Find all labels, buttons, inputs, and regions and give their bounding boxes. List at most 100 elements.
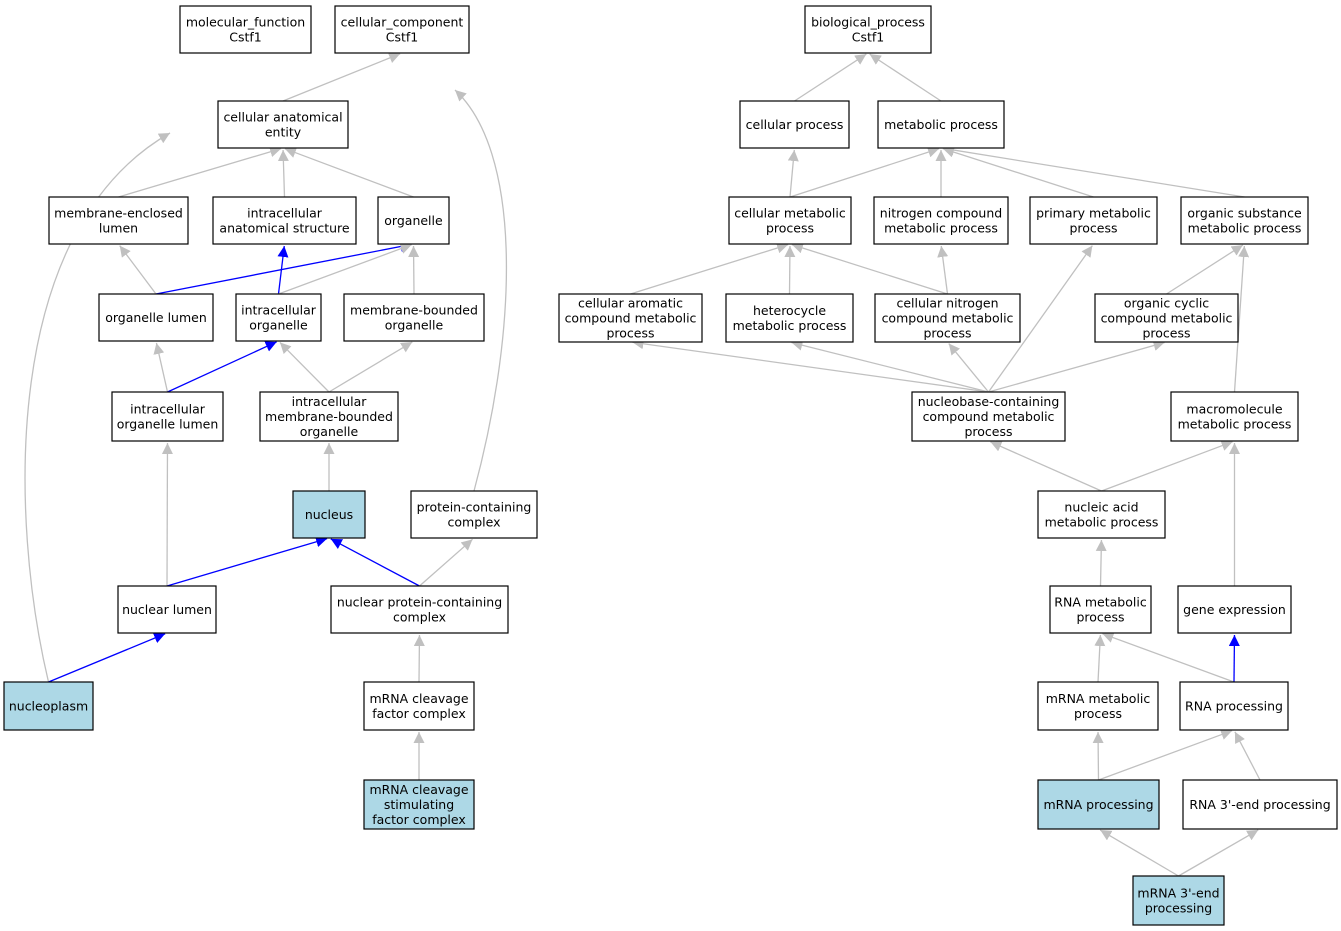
node-label-line: process [1142, 326, 1190, 341]
node-box [558, 293, 703, 343]
node-label-line: Cstf1 [852, 30, 885, 45]
node-box [877, 100, 1005, 149]
node-label-line: complex [393, 610, 446, 625]
node-label-line: biological_process [811, 15, 925, 30]
node-nl: nuclear lumen [117, 585, 217, 634]
edge-r3p-to-rp [1234, 731, 1261, 781]
edge-occmp-to-osmp [1166, 244, 1244, 295]
edge-imbo-to-io [279, 341, 330, 393]
node-box [343, 293, 485, 342]
node-r3p: RNA 3'-end processing [1182, 779, 1338, 830]
edge-rp-to-rmp [1102, 632, 1235, 683]
node-box [98, 293, 214, 342]
node-label-line: intracellular [130, 402, 206, 417]
node-organelle: organelle [377, 196, 450, 245]
node-label-line: RNA 3'-end processing [1189, 797, 1330, 812]
node-label-line: nucleic acid [1064, 500, 1138, 515]
node-label-line: cellular aromatic [578, 296, 683, 311]
node-label-line: organic cyclic [1124, 296, 1209, 311]
node-box [330, 585, 509, 634]
node-box [235, 293, 322, 342]
node-label-line: organelle lumen [117, 417, 219, 432]
node-label-line: Cstf1 [229, 30, 262, 45]
edge-rmp-to-namp [1095, 539, 1107, 587]
node-label-line: entity [265, 125, 302, 140]
node-label-line: compound metabolic [923, 409, 1055, 424]
node-label-line: membrane-enclosed [54, 206, 183, 221]
edge-m3p-to-mrp [1099, 829, 1179, 877]
edge-nucleoplasm-to-cae [24, 132, 171, 683]
node-label-line: membrane-bounded [350, 303, 478, 318]
node-label-line: process [923, 326, 971, 341]
node-label-line: primary metabolic [1036, 206, 1151, 221]
node-box [1029, 196, 1158, 245]
node-box [804, 5, 932, 54]
node-ge: gene expression [1177, 585, 1292, 634]
node-label-line: lumen [99, 221, 138, 236]
edge-npcc-to-pcc [419, 538, 473, 587]
edge-imbo-to-mbo [328, 341, 413, 393]
node-label-line: organelle [384, 213, 443, 228]
node-box [292, 490, 366, 539]
node-box [410, 490, 538, 539]
node-box [1037, 779, 1160, 830]
node-label-line: mRNA 3'-end [1137, 886, 1219, 901]
node-label-line: metabolic process [884, 221, 998, 236]
edge-nbccmp-to-cacmp [632, 338, 989, 393]
node-label-line: compound metabolic [882, 311, 1014, 326]
node-box [1049, 585, 1152, 634]
edge-nbccmp-to-occmp [988, 340, 1165, 393]
edge-osmp-to-mp [942, 144, 1245, 198]
edge-mmp-to-osmp [1233, 245, 1250, 393]
node-label-line: macromolecule [1186, 402, 1282, 417]
node-box [1132, 875, 1225, 926]
edge-iol-to-io [167, 341, 277, 393]
node-label-line: factor complex [372, 706, 466, 721]
node-label-line: molecular_function [186, 15, 305, 30]
node-mrp: mRNA processing [1037, 779, 1160, 830]
node-label-line: metabolic process [1178, 417, 1292, 432]
node-label-line: process [1069, 221, 1117, 236]
node-box [911, 391, 1066, 442]
node-ol: organelle lumen [98, 293, 214, 342]
node-box [1037, 681, 1159, 731]
edge-mrp-to-rp [1098, 729, 1233, 781]
edge-io-to-ias [277, 245, 289, 295]
node-label-line: nuclear protein-containing [337, 595, 502, 610]
edge-nbccmp-to-hmp [791, 339, 989, 393]
node-box [728, 196, 852, 245]
node-label-line: cellular_component [341, 15, 464, 30]
node-label-line: organelle [385, 318, 444, 333]
edge-mp-to-bp_root [869, 53, 942, 102]
node-label-line: complex [448, 515, 501, 530]
node-label-line: compound metabolic [1101, 311, 1233, 326]
node-label-line: cellular nitrogen [896, 296, 998, 311]
node-label-line: organelle [300, 424, 359, 439]
node-box [1170, 391, 1299, 442]
node-label-line: compound metabolic [565, 311, 697, 326]
edge-nbccmp-to-pmp [987, 245, 1093, 393]
node-label-line: process [1074, 706, 1122, 721]
node-label-line: intracellular [247, 206, 323, 221]
node-label-line: process [766, 221, 814, 236]
edge-organelle-to-cae [284, 147, 414, 198]
edge-cacmp-to-cmp [630, 242, 789, 295]
node-label-line: organelle lumen [105, 310, 207, 325]
edge-namp-to-mmp [1101, 440, 1233, 492]
